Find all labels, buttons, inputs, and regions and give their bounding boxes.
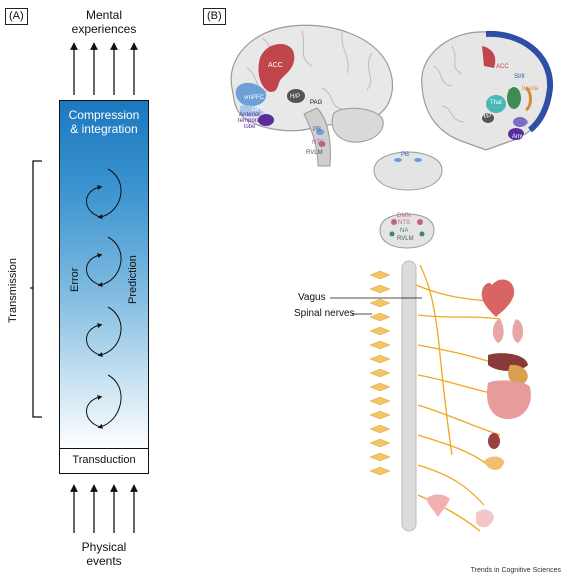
heart-organ bbox=[481, 279, 515, 317]
loop-3-down bbox=[97, 306, 122, 358]
spinal-nerves-label: Spinal nerves bbox=[294, 308, 355, 319]
nerve-label-leaders bbox=[330, 297, 422, 315]
sag-pb-label: PB bbox=[313, 127, 322, 133]
transmission-bracket bbox=[30, 160, 42, 418]
loop-1-down bbox=[97, 168, 122, 220]
transmission-label: Transmission bbox=[7, 258, 19, 323]
insula-region bbox=[524, 86, 532, 112]
loop-1-up bbox=[86, 185, 103, 218]
compression-line2: & integration bbox=[70, 122, 138, 136]
loop-3-up bbox=[86, 323, 103, 356]
physical-events-label: Physical events bbox=[44, 540, 164, 568]
spinal-cord-diagram bbox=[369, 260, 531, 532]
pb-region bbox=[316, 129, 324, 135]
loop-4-down bbox=[97, 374, 122, 429]
cor-hipp-label: Hipp bbox=[516, 120, 529, 126]
atl-region bbox=[258, 114, 274, 126]
cor-amyg-label: Amyg bbox=[512, 134, 528, 140]
cor-insula-label: Insula bbox=[522, 86, 539, 92]
brainstem-section-upper bbox=[373, 151, 443, 191]
sag-atl-label: Anterior temporal lobe bbox=[238, 112, 262, 130]
sag-pag-label: PAG bbox=[310, 100, 323, 106]
cerebellum bbox=[331, 107, 384, 143]
panel-a-tag: (A) bbox=[5, 8, 28, 25]
pb-dot-left bbox=[394, 158, 402, 162]
transduction-strip: Transduction bbox=[60, 448, 148, 473]
loop-2-up bbox=[86, 253, 103, 286]
amyg-region bbox=[508, 128, 524, 140]
coronal-brain bbox=[421, 30, 554, 151]
prostate-organ bbox=[476, 509, 494, 528]
bs-na-label: NA bbox=[400, 228, 409, 234]
uterus-organ bbox=[426, 494, 450, 517]
transduction-label: Transduction bbox=[72, 454, 136, 466]
cor-si-label: SI/II bbox=[514, 74, 525, 80]
upward-arrows-top bbox=[70, 42, 138, 95]
brainstem bbox=[303, 107, 331, 167]
sag-acc-label: ACC bbox=[268, 62, 283, 69]
bs-dmn-label: DMN bbox=[397, 213, 411, 219]
upward-arrows-bottom bbox=[70, 484, 138, 533]
physical-label-line1: Physical bbox=[81, 540, 127, 554]
kidney-organ bbox=[488, 433, 500, 449]
journal-footer: Trends in Cognitive Sciences bbox=[470, 567, 561, 574]
hp-region bbox=[287, 89, 305, 103]
mental-label-line1: Mental bbox=[85, 8, 123, 22]
sag-rvlm-label: RVLM bbox=[306, 150, 323, 156]
bs-rvlm-label: RVLM bbox=[397, 236, 414, 242]
cor-hp-region bbox=[482, 113, 494, 123]
cor-acc-label: ACC bbox=[496, 64, 509, 70]
spinal-cord bbox=[401, 260, 417, 532]
sag-ofc-label: OFC bbox=[252, 107, 265, 113]
cor-acc-region bbox=[482, 46, 496, 68]
brainstem-section-lower bbox=[379, 213, 435, 249]
organs bbox=[426, 279, 531, 528]
intestines-organ bbox=[486, 380, 531, 419]
loop-2-down bbox=[97, 236, 122, 288]
bladder-organ bbox=[484, 456, 504, 471]
bg-region bbox=[507, 87, 521, 109]
sagittal-brain bbox=[230, 24, 394, 167]
thal-region bbox=[486, 95, 506, 113]
cor-bg-label: BG bbox=[508, 90, 517, 96]
pb-dot-right bbox=[414, 158, 422, 162]
sag-vmpfc-label: vmPFC bbox=[244, 95, 264, 101]
acc-region bbox=[258, 43, 295, 92]
prediction-error-loops bbox=[86, 168, 122, 429]
panel-b-tag: (B) bbox=[203, 8, 226, 25]
sag-hp-label: H/P bbox=[290, 94, 301, 100]
compression-gradient bbox=[60, 101, 148, 450]
vmpfc-region bbox=[235, 82, 267, 107]
cor-hp-label: H/P bbox=[481, 114, 492, 120]
mental-label-line2: experiences bbox=[71, 22, 137, 36]
cor-thal-label: Thal bbox=[490, 100, 502, 106]
prediction-label: Prediction bbox=[127, 255, 139, 304]
si-ii-region bbox=[485, 30, 554, 133]
loop-4-up bbox=[86, 395, 103, 428]
sag-nts-label: NTS bbox=[312, 140, 324, 146]
lungs-organ bbox=[492, 319, 524, 343]
compression-integration-title: Compression & integration bbox=[60, 108, 148, 136]
error-label: Error bbox=[69, 267, 81, 292]
bs-pb-label: PB bbox=[401, 152, 410, 158]
vagus-label: Vagus bbox=[298, 292, 326, 303]
compression-line1: Compression bbox=[68, 108, 140, 122]
vagus-nerve bbox=[419, 264, 453, 456]
hipp-region bbox=[513, 117, 527, 127]
nts-region bbox=[318, 141, 326, 147]
bs-nts-label: NTS bbox=[398, 220, 410, 226]
stomach-organ bbox=[508, 364, 528, 385]
physical-label-line2: events bbox=[86, 554, 122, 568]
dorsal-root-ganglia bbox=[369, 270, 391, 476]
mental-experiences-label: Mental experiences bbox=[44, 8, 164, 36]
ofc-region bbox=[240, 105, 264, 117]
hierarchy-box: Compression & integration Error Predicti… bbox=[59, 100, 149, 474]
